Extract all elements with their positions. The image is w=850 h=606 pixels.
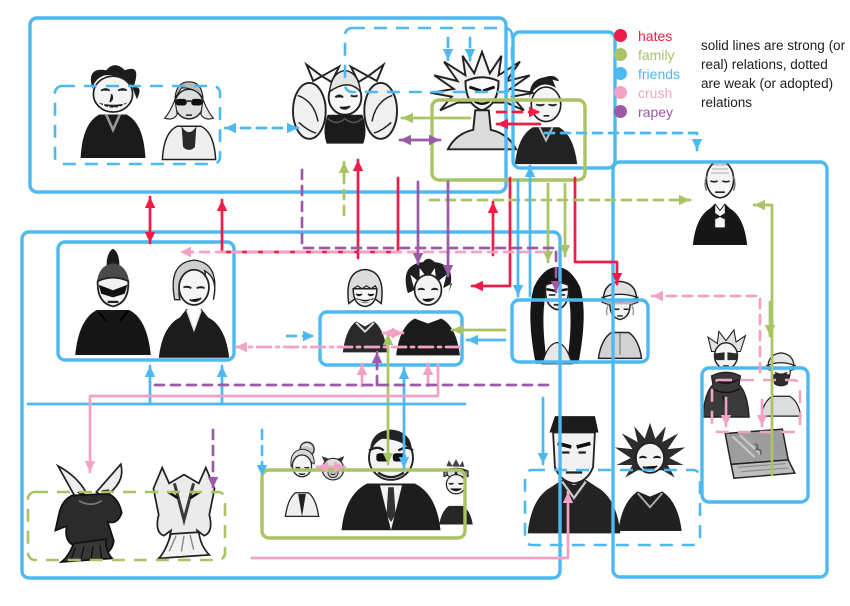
- arrowhead: [225, 122, 236, 134]
- edge-hates-4: [352, 158, 364, 260]
- edge-crush-33: [356, 362, 368, 388]
- legend-note: solid lines are strong (or real) relatio…: [701, 38, 846, 110]
- edge-friends-26: [144, 364, 156, 406]
- legend: hates family friends crush rapey: [614, 26, 680, 121]
- arrowhead: [338, 162, 350, 173]
- legend-label-rapey: rapey: [638, 103, 674, 120]
- white-uniform-portrait: [136, 458, 232, 568]
- edge-crush-34: [422, 362, 434, 388]
- family-dot-icon: [614, 48, 627, 61]
- laptop-portrait: [712, 424, 800, 490]
- edge-hates-5: [487, 200, 499, 257]
- edge-friends-23: [285, 330, 316, 342]
- friends-dot-icon: [614, 67, 627, 80]
- edge-hates-0: [144, 195, 156, 245]
- arrowhead: [398, 368, 410, 379]
- arrowhead: [144, 232, 156, 243]
- shades-woman-portrait: [152, 70, 226, 164]
- arrowhead: [303, 330, 314, 342]
- legend-item-family: family: [614, 45, 680, 64]
- spike-uniform-portrait: [44, 458, 140, 568]
- rapey-dot-icon: [614, 105, 627, 118]
- hates-dot-icon: [614, 29, 627, 42]
- edge-family-11: [559, 182, 571, 258]
- wavy-man-portrait: [150, 250, 238, 360]
- spiky-grin-man-portrait: [606, 416, 694, 536]
- arrowhead: [356, 364, 368, 375]
- edge-family-12: [428, 194, 692, 206]
- shaggy-girl-portrait: [386, 250, 470, 360]
- arrowhead: [559, 245, 571, 256]
- mohawk-man-portrait: [68, 244, 158, 358]
- edge-family-10: [542, 182, 554, 264]
- edge-friends-27: [216, 364, 228, 406]
- arrowhead: [144, 197, 156, 208]
- arrowhead: [216, 200, 228, 211]
- goggle-kid-portrait: [426, 446, 486, 534]
- neat-young-man-portrait: [505, 66, 587, 168]
- legend-item-rapey: rapey: [614, 102, 680, 121]
- legend-label-hates: hates: [638, 27, 673, 44]
- legend-item-hates: hates: [614, 26, 680, 45]
- arrowhead: [144, 366, 156, 377]
- arrowhead: [352, 160, 364, 171]
- edge-friends-24: [465, 334, 507, 346]
- edge-family-14: [764, 300, 776, 338]
- butler-portrait: [680, 145, 760, 249]
- arrowhead: [472, 280, 483, 292]
- cap-soldier-portrait: [584, 268, 656, 366]
- legend-item-friends: friends: [614, 64, 680, 83]
- arrowhead: [487, 202, 499, 213]
- edge-hates-6: [470, 176, 512, 292]
- drill-girl-portrait: [286, 55, 404, 161]
- legend-label-family: family: [638, 46, 675, 63]
- legend-label-friends: friends: [638, 65, 681, 82]
- arrowhead: [764, 325, 776, 336]
- edge-hates-1: [216, 176, 400, 254]
- crush-dot-icon: [614, 86, 627, 99]
- arrowhead: [216, 366, 228, 377]
- legend-label-crush: crush: [638, 84, 673, 101]
- arrowhead: [256, 465, 268, 476]
- masked-tech-portrait: [750, 336, 812, 428]
- scruffy-dad-portrait: [70, 60, 156, 158]
- arrowhead: [422, 364, 434, 375]
- edge-friends-29: [256, 428, 268, 478]
- legend-item-crush: crush: [614, 83, 680, 102]
- edge-family-9: [338, 160, 350, 217]
